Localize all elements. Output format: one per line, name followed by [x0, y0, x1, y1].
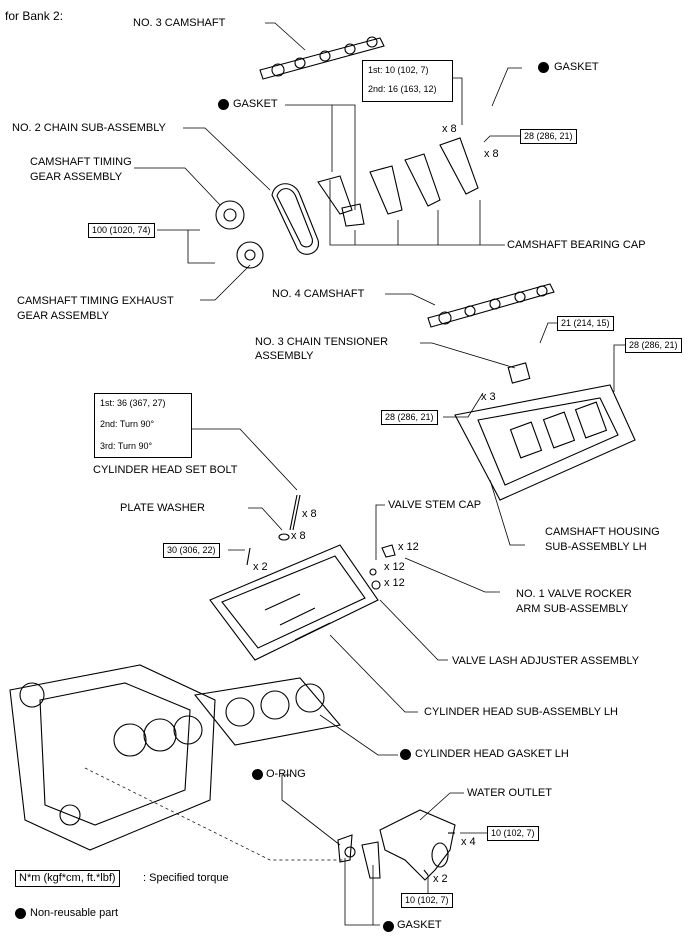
tensioner-torque-box: 21 (214, 15)	[557, 316, 614, 331]
part-outlines	[9, 36, 636, 881]
head-bolts-qty: x 8	[302, 508, 317, 520]
housing-left-torque-box: 28 (286, 21)	[381, 410, 438, 425]
timing-chain-shape	[271, 183, 319, 255]
stem-caps-qty: x 12	[384, 561, 405, 573]
nonreusable-marker-icon	[218, 99, 229, 110]
nonreusable-marker-icon	[538, 62, 549, 73]
head-bolt-step3: 3rd: Turn 90°	[100, 441, 153, 451]
washers-qty: x 8	[291, 530, 306, 542]
valve-stem-cap-label: VALVE STEM CAP	[388, 499, 482, 511]
lash-adjusters-qty: x 12	[384, 577, 405, 589]
alignment-dashed-line	[84, 767, 345, 861]
head-bolt-step2: 2nd: Turn 90°	[100, 419, 155, 429]
timing-gear-label-line1: CAMSHAFT TIMING	[30, 156, 132, 168]
leader-lines	[134, 22, 625, 926]
tensioner-shape	[507, 362, 531, 384]
outlet-bolts-qty-2: x 2	[433, 873, 448, 885]
housing-label-line2: SUB-ASSEMBLY LH	[545, 541, 647, 553]
gear-bolt-torque-box: 100 (1020, 74)	[88, 223, 155, 238]
o-ring-label: O-RING	[266, 768, 306, 780]
head-gasket-label: CYLINDER HEAD GASKET LH	[415, 748, 569, 760]
gasket-bottom-label: GASKET	[397, 919, 442, 931]
outlet-bottom-torque-box: 10 (102, 7)	[401, 893, 453, 908]
outlet-right-torque-box: 10 (102, 7)	[487, 826, 539, 841]
housing-right-torque-box: 28 (286, 21)	[625, 338, 682, 353]
nonreusable-marker-icon	[252, 769, 263, 780]
nonreusable-marker-icon	[383, 921, 394, 932]
bank-title: for Bank 2:	[5, 9, 64, 23]
cap-bolts-qty-2: x 8	[484, 148, 499, 160]
exhaust-gear-label-line2: GEAR ASSEMBLY	[17, 310, 110, 322]
nonreusable-legend-label: Non-reusable part	[30, 907, 119, 919]
bearing-cap-label: CAMSHAFT BEARING CAP	[507, 239, 646, 251]
tensioner-label-line1: NO. 3 CHAIN TENSIONER	[255, 336, 389, 348]
cap-bolt-torque-step1: 1st: 10 (102, 7)	[368, 65, 429, 75]
outlet-bolts-qty-4: x 4	[461, 836, 476, 848]
no4-camshaft-label: NO. 4 CAMSHAFT	[272, 288, 365, 300]
head-bolt-step1: 1st: 36 (367, 27)	[100, 398, 166, 408]
small-bolts-qty: x 2	[253, 561, 268, 573]
lash-adjuster-label: VALVE LASH ADJUSTER ASSEMBLY	[452, 655, 640, 667]
rockers-qty: x 12	[398, 541, 419, 553]
gasket-top-right-label: GASKET	[554, 61, 599, 73]
no2-chain-label: NO. 2 CHAIN SUB-ASSEMBLY	[12, 122, 166, 134]
torque-legend-box: N*m (kgf*cm, ft.*lbf)	[15, 870, 120, 887]
head-gasket-shape	[193, 677, 342, 746]
no3-camshaft-label: NO. 3 CAMSHAFT	[133, 17, 226, 29]
cylinder-head-shape	[209, 544, 379, 661]
head-subassembly-label: CYLINDER HEAD SUB-ASSEMBLY LH	[424, 706, 618, 718]
cap-bolt-28-torque-box: 28 (286, 21)	[520, 129, 577, 144]
no3-camshaft-shape	[259, 37, 385, 80]
cap-bolt-torque-step2: 2nd: 16 (163, 12)	[368, 84, 437, 94]
rocker-label-line1: NO. 1 VALVE ROCKER	[516, 588, 632, 600]
gasket-top-label: GASKET	[233, 98, 278, 110]
head-bolt-torque-box: 1st: 36 (367, 27) 2nd: Turn 90° 3rd: Tur…	[94, 393, 192, 458]
camshaft-housing-shape	[454, 384, 636, 501]
exhaust-gear-label-line1: CAMSHAFT TIMING EXHAUST	[17, 295, 174, 307]
housing-bolts-qty: x 3	[481, 391, 496, 403]
engine-block-shape	[9, 664, 216, 851]
water-outlet-label: WATER OUTLET	[467, 787, 552, 799]
cap-bolts-qty: x 8	[442, 123, 457, 135]
head-bolt-label: CYLINDER HEAD SET BOLT	[93, 464, 238, 476]
tensioner-label-line2: ASSEMBLY	[255, 350, 314, 362]
rocker-label-line2: ARM SUB-ASSEMBLY	[516, 603, 629, 615]
small-bolt-torque-box: 30 (306, 22)	[163, 543, 220, 558]
exhaust-timing-gear-shape	[236, 241, 264, 269]
nonreusable-legend-icon	[15, 908, 26, 919]
cap-bolt-torque-box: 1st: 10 (102, 7) 2nd: 16 (163, 12)	[362, 60, 453, 102]
nonreusable-marker-icon	[400, 749, 411, 760]
no4-camshaft-shape	[427, 283, 555, 328]
plate-washer-label: PLATE WASHER	[120, 502, 205, 514]
timing-gear-label-line2: GEAR ASSEMBLY	[30, 171, 123, 183]
intake-timing-gear-shape	[215, 200, 245, 230]
torque-legend-desc: : Specified torque	[143, 872, 229, 884]
water-outlet-shape	[379, 809, 456, 881]
housing-label-line1: CAMSHAFT HOUSING	[545, 526, 660, 538]
